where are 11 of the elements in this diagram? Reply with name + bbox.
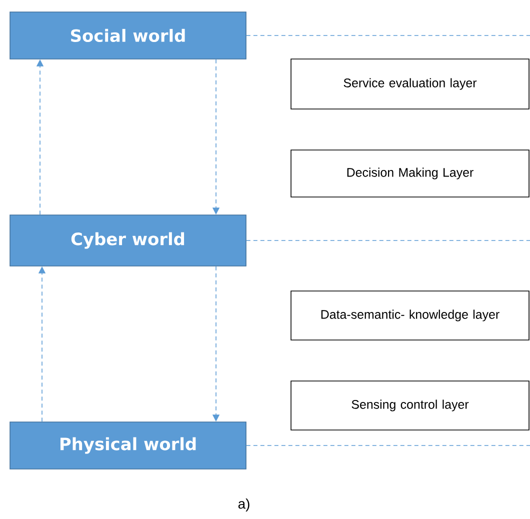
layer-box: Data-semantic- knowledge layer <box>290 290 530 340</box>
world-box: Social world <box>10 12 246 60</box>
guide-line <box>246 240 530 241</box>
world-box: Cyber world <box>10 214 246 266</box>
caption: a) <box>238 498 250 512</box>
layer-box: Service evaluation layer <box>290 58 530 110</box>
world-box: Physical world <box>10 422 246 470</box>
layer-box: Decision Making Layer <box>290 150 530 198</box>
guide-line <box>246 35 530 36</box>
guide-line <box>246 445 530 446</box>
layer-box: Sensing control layer <box>290 380 530 430</box>
